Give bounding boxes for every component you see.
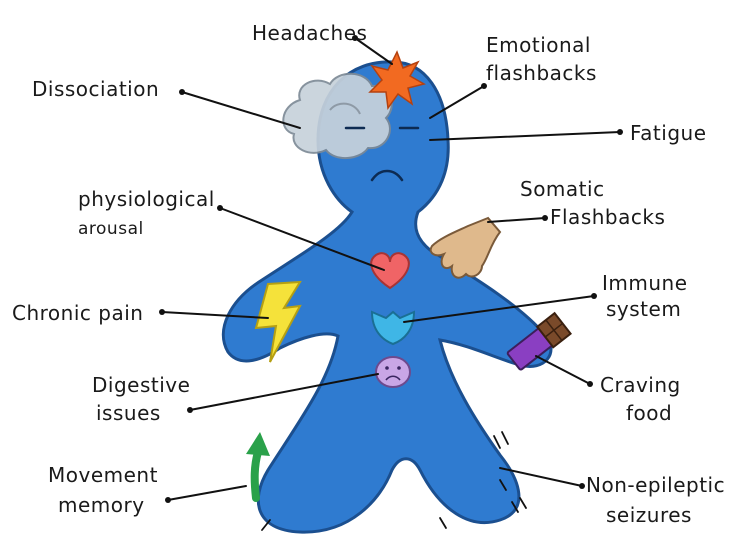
label-immune-system-line2: system [606, 297, 681, 321]
label-movement-memory-line1: Movement [48, 463, 158, 487]
label-dissociation: Dissociation [32, 77, 159, 101]
label-movement-memory-line2: memory [58, 493, 145, 517]
label-headaches: Headaches [252, 21, 367, 45]
label-somatic-flashbacks-line2: Flashbacks [550, 205, 665, 229]
label-fatigue: Fatigue [630, 121, 707, 145]
label-digestive-issues-line2: issues [96, 401, 161, 425]
label-craving-food-line2: food [626, 401, 672, 425]
label-craving-food-line1: Craving [600, 373, 681, 397]
label-non-epileptic-seizures-line2: seizures [606, 503, 692, 527]
label-physiological-arousal-line2: arousal [78, 219, 144, 239]
label-physiological-arousal-line1: physiological [78, 187, 215, 211]
label-emotional-flashbacks-line1: Emotional [486, 33, 591, 57]
label-non-epileptic-seizures-line1: Non-epileptic [586, 473, 725, 497]
label-chronic-pain: Chronic pain [12, 301, 143, 325]
stomach-icon [376, 357, 410, 387]
label-digestive-issues-line1: Digestive [92, 373, 190, 397]
label-somatic-flashbacks-line1: Somatic [520, 177, 605, 201]
label-immune-system-line1: Immune [602, 271, 688, 295]
label-emotional-flashbacks-line2: flashbacks [486, 61, 597, 85]
